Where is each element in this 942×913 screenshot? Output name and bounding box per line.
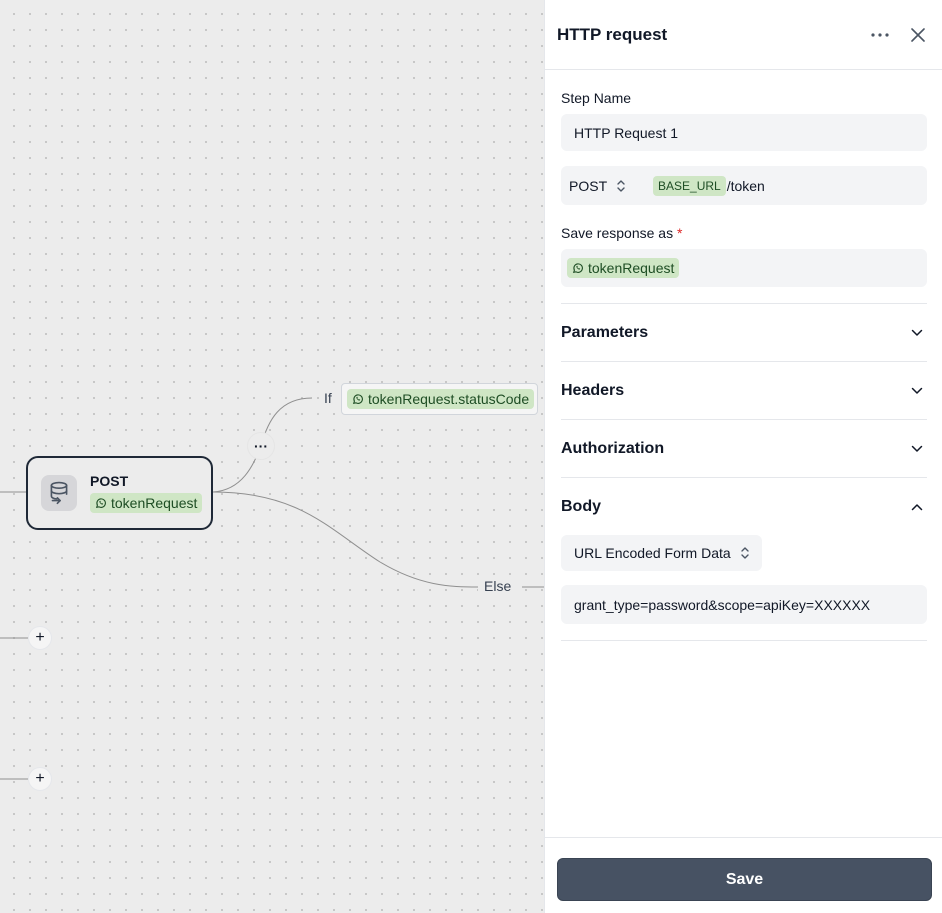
step-name-label: Step Name [561, 90, 632, 106]
condition-variable: tokenRequest.statusCode [347, 389, 535, 409]
body-section-content: URL Encoded Form Data grant_type=passwor… [561, 535, 927, 641]
add-step-button[interactable]: + [28, 767, 52, 791]
if-condition-box[interactable]: tokenRequest.statusCode [341, 383, 538, 415]
save-response-variable: tokenRequest [567, 258, 680, 278]
url-variable-chip: BASE_URL [653, 175, 726, 196]
chevron-up-down-icon [740, 547, 749, 559]
chevron-up-down-icon[interactable] [617, 179, 653, 192]
body-type-select[interactable]: URL Encoded Form Data [561, 535, 762, 571]
step-name-input[interactable]: HTTP Request 1 [561, 114, 927, 151]
else-edge [212, 491, 479, 588]
chevron-down-icon [911, 445, 923, 452]
panel-header: HTTP request [545, 0, 942, 70]
workflow-canvas[interactable]: POST tokenRequest ··· If tokenRequest.st… [0, 0, 544, 913]
database-icon [41, 475, 77, 511]
chevron-up-icon [911, 503, 923, 510]
more-options-icon[interactable] [868, 23, 892, 47]
save-button[interactable]: Save [557, 858, 932, 901]
url-path-input[interactable]: /token [726, 177, 765, 194]
chevron-down-icon [911, 387, 923, 394]
http-request-panel: HTTP request Step Name HTTP Request 1 PO… [544, 0, 942, 913]
section-parameters[interactable]: Parameters [561, 303, 927, 361]
node-response-variable: tokenRequest [90, 493, 203, 513]
panel-footer: Save [545, 837, 942, 913]
save-response-input[interactable]: tokenRequest [561, 249, 927, 287]
panel-title: HTTP request [557, 24, 668, 44]
request-url-row: POST BASE_URL /token [561, 166, 927, 205]
else-branch-label: Else [478, 578, 518, 594]
if-branch-label: If [320, 390, 336, 406]
save-response-label: Save response as * [561, 225, 683, 241]
add-step-button[interactable]: + [28, 626, 52, 650]
method-select[interactable]: POST [569, 177, 608, 194]
panel-body: Step Name HTTP Request 1 POST BASE_URL /… [545, 90, 942, 641]
required-asterisk: * [676, 225, 683, 241]
node-method-label: POST [90, 473, 129, 489]
section-authorization[interactable]: Authorization [561, 419, 927, 477]
whatsapp-icon [95, 498, 106, 508]
whatsapp-icon [572, 263, 583, 273]
section-body[interactable]: Body [561, 477, 927, 535]
whatsapp-icon [352, 394, 363, 404]
http-request-node[interactable]: POST tokenRequest [26, 456, 213, 530]
section-headers[interactable]: Headers [561, 361, 927, 419]
branch-more-button[interactable]: ··· [247, 432, 275, 460]
chevron-down-icon [911, 329, 923, 336]
request-sections: Parameters Headers Authorization Body UR… [561, 303, 927, 641]
body-data-input[interactable]: grant_type=password&scope=apiKey=XXXXXX [561, 585, 927, 624]
close-icon[interactable] [906, 23, 930, 47]
